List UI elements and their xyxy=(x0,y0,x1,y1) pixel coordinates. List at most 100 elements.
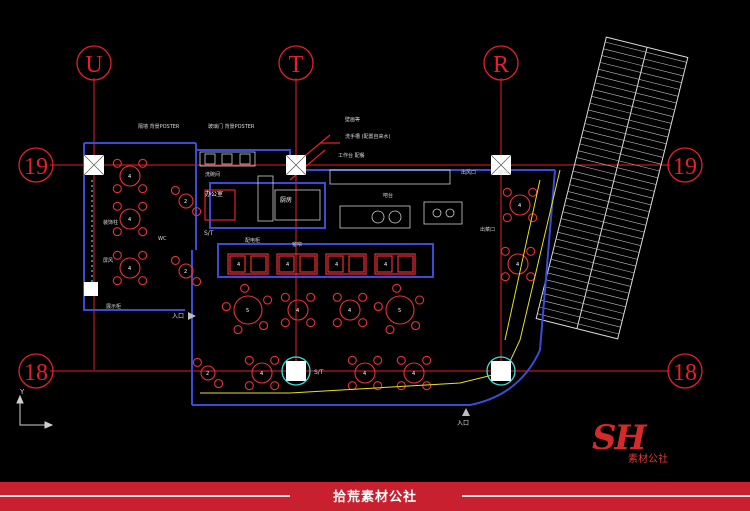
office-room xyxy=(204,189,236,221)
chair xyxy=(112,201,122,211)
stair-tread xyxy=(571,177,653,199)
chair xyxy=(332,292,342,302)
stair-tread xyxy=(598,68,680,90)
chair xyxy=(526,272,536,282)
stair-tread xyxy=(547,272,630,294)
note-vent: 出风口 xyxy=(461,169,476,176)
note-display: 展示柜 xyxy=(106,303,121,310)
chair xyxy=(396,355,406,365)
yellow-route xyxy=(200,169,561,394)
table-seat-count: 4 xyxy=(348,308,351,314)
stair-tread xyxy=(586,116,669,138)
axis-indicator-y: Y xyxy=(19,388,25,396)
chair xyxy=(138,227,148,237)
chair xyxy=(411,321,421,331)
axis-bubble-u xyxy=(76,45,112,81)
stair-tread xyxy=(554,245,636,267)
chair xyxy=(240,283,250,293)
chair xyxy=(502,187,512,197)
booth-seat-count: 4 xyxy=(286,262,289,268)
note-stairs: 楼梯 xyxy=(498,169,508,176)
chair xyxy=(233,325,243,335)
chair xyxy=(221,302,231,312)
stair-tread xyxy=(552,252,635,274)
chair xyxy=(358,318,368,328)
table-top xyxy=(178,193,194,209)
booth-seat xyxy=(278,255,295,273)
table-top xyxy=(509,194,531,216)
stair-tread xyxy=(561,218,643,240)
axis-bubble-18-left xyxy=(18,353,54,389)
stair-tread xyxy=(601,55,684,77)
chair xyxy=(112,250,122,260)
note-mural: 壁画等 xyxy=(345,116,360,123)
chair xyxy=(280,318,290,328)
stair-tread xyxy=(538,306,621,328)
stair-tread xyxy=(572,170,655,192)
booth-seat-count: 4 xyxy=(237,262,240,268)
note-workbench: 工作台 配餐 xyxy=(338,152,365,159)
annotations: 入口 入口 S/T S/T 办公室 厨房 洗碗间 隔墙 背景POSTER 玻璃门… xyxy=(103,116,508,427)
kitchen-equipment xyxy=(199,151,463,229)
column-t18 xyxy=(286,361,306,381)
axis-bubble-19-left xyxy=(18,147,54,183)
chair xyxy=(280,292,290,302)
booth-seat xyxy=(229,255,246,273)
chair xyxy=(112,184,122,194)
stair-tread xyxy=(559,225,641,246)
chair xyxy=(422,355,432,365)
column-rings xyxy=(281,356,516,386)
table-top xyxy=(385,295,415,325)
table-seat-count: 4 xyxy=(296,308,299,314)
wall-left xyxy=(83,143,185,311)
booth xyxy=(374,253,416,275)
table-seat-count: 4 xyxy=(412,371,415,377)
axis-bubble-r xyxy=(483,45,519,81)
stair-tread xyxy=(579,143,662,165)
office-label: 办公室 xyxy=(205,190,223,198)
stair-tread xyxy=(584,123,667,145)
table-top xyxy=(119,257,141,279)
chair xyxy=(138,158,148,168)
logo-caption: 素材公社 xyxy=(628,454,668,465)
axis-bubble-19-right xyxy=(667,147,703,183)
chair xyxy=(270,381,280,391)
booth-seat xyxy=(250,255,267,273)
axis-bubble-18-right xyxy=(667,353,703,389)
stair-tread xyxy=(566,197,648,219)
note-bar: 吧台 xyxy=(383,192,393,199)
chair xyxy=(112,276,122,286)
chair xyxy=(415,295,425,305)
table-seat-count: 4 xyxy=(128,174,131,180)
chair xyxy=(347,355,357,365)
chair xyxy=(270,355,280,365)
kitchen-wall xyxy=(209,182,326,229)
axis-label-u: U xyxy=(85,52,102,78)
axis-indicator xyxy=(16,394,54,429)
column-markers xyxy=(84,155,511,381)
footer-title: 拾荒素材公社 xyxy=(332,490,417,505)
stair-tread xyxy=(542,293,625,314)
entrance-arrow-bottom xyxy=(462,408,470,416)
stair-tread xyxy=(537,313,619,335)
axis-bubble-t xyxy=(278,45,314,81)
booth xyxy=(325,253,367,275)
table-top xyxy=(178,263,194,279)
chair xyxy=(500,246,510,256)
stair-tread xyxy=(567,191,650,213)
stair-tread xyxy=(555,238,638,260)
stair-tread xyxy=(581,136,663,158)
table-top xyxy=(403,362,425,384)
table-top xyxy=(287,299,309,321)
axis-label-19-right: 19 xyxy=(673,154,697,180)
chair xyxy=(332,318,342,328)
stair-tread xyxy=(576,157,658,179)
axis-labels: U T R 19 19 18 18 xyxy=(24,52,697,386)
column-r18 xyxy=(491,361,511,381)
table-seat-count: 2 xyxy=(206,371,209,377)
table-seat-count: 5 xyxy=(246,308,249,314)
table-top xyxy=(119,165,141,187)
chair xyxy=(112,158,122,168)
booth-seat xyxy=(348,255,365,273)
